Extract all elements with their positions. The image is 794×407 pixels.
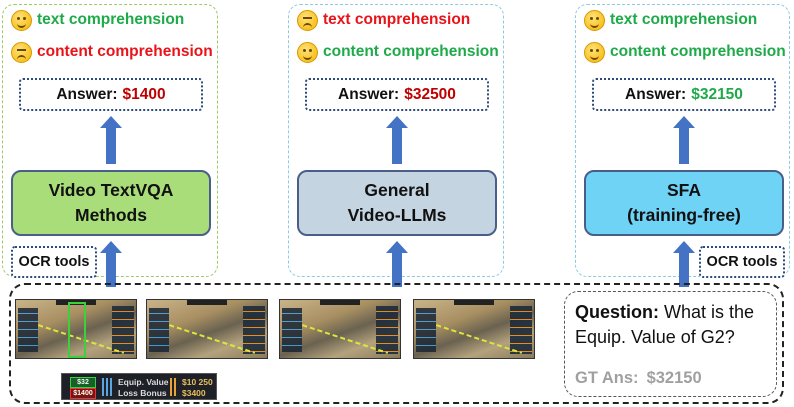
- frowning-face-icon: [11, 41, 32, 63]
- equip-value-cell: $32 150: [70, 377, 96, 395]
- up-arrow-icon: [100, 116, 122, 164]
- video-frame: [413, 299, 535, 359]
- ocr-tools-box: OCR tools: [699, 246, 785, 278]
- question-text: What is the Equip. Value of G2?: [575, 302, 755, 347]
- video-input-area: $32 150 $1400 Equip. Value Loss Bonus $1…: [9, 283, 784, 404]
- answer-box: Answer: $1400: [19, 78, 203, 111]
- ocr-tools-box: OCR tools: [11, 246, 97, 278]
- answer-value: $32500: [404, 85, 456, 103]
- content-comprehension-status: content comprehension: [11, 41, 213, 63]
- text-comprehension-status: text comprehension: [584, 9, 757, 31]
- panel-general-video-llms: text comprehension content comprehension…: [288, 4, 504, 287]
- smiling-face-icon: [11, 9, 32, 31]
- up-arrow-icon: [386, 241, 408, 287]
- text-comprehension-status: text comprehension: [11, 9, 184, 31]
- smiling-face-icon: [584, 41, 605, 63]
- loss-bonus-cell: $1400: [70, 388, 96, 399]
- up-arrow-icon: [100, 241, 122, 287]
- question-box: Question: What is the Equip. Value of G2…: [564, 291, 777, 397]
- text-comprehension-status: text comprehension: [297, 9, 470, 31]
- up-arrow-icon: [673, 116, 695, 164]
- video-frame: [15, 299, 137, 359]
- frowning-face-icon: [297, 9, 318, 31]
- ground-truth-answer: GT Ans:$32150: [575, 369, 702, 387]
- model-box: SFA(training-free): [584, 170, 784, 236]
- video-frame: [146, 299, 268, 359]
- smiling-face-icon: [297, 41, 318, 63]
- up-arrow-icon: [673, 241, 695, 287]
- question-label: Question:: [575, 302, 659, 322]
- video-frame: [279, 299, 401, 359]
- team-bars-icon: [102, 378, 112, 396]
- team-bars-icon: [170, 378, 178, 396]
- up-arrow-icon: [386, 116, 408, 164]
- answer-value: $32150: [691, 85, 743, 103]
- answer-box: Answer: $32150: [592, 78, 776, 111]
- content-comprehension-status: content comprehension: [297, 41, 499, 63]
- answer-box: Answer: $32500: [305, 78, 489, 111]
- smiling-face-icon: [584, 9, 605, 31]
- answer-value: $1400: [122, 85, 166, 103]
- highlight-box: [68, 302, 86, 358]
- panel-sfa: text comprehension content comprehension…: [575, 4, 790, 287]
- content-comprehension-status: content comprehension: [584, 41, 786, 63]
- zoomed-scoreboard-inset: $32 150 $1400 Equip. Value Loss Bonus $1…: [61, 373, 217, 400]
- panel-video-textvqa: text comprehension content comprehension…: [2, 4, 218, 287]
